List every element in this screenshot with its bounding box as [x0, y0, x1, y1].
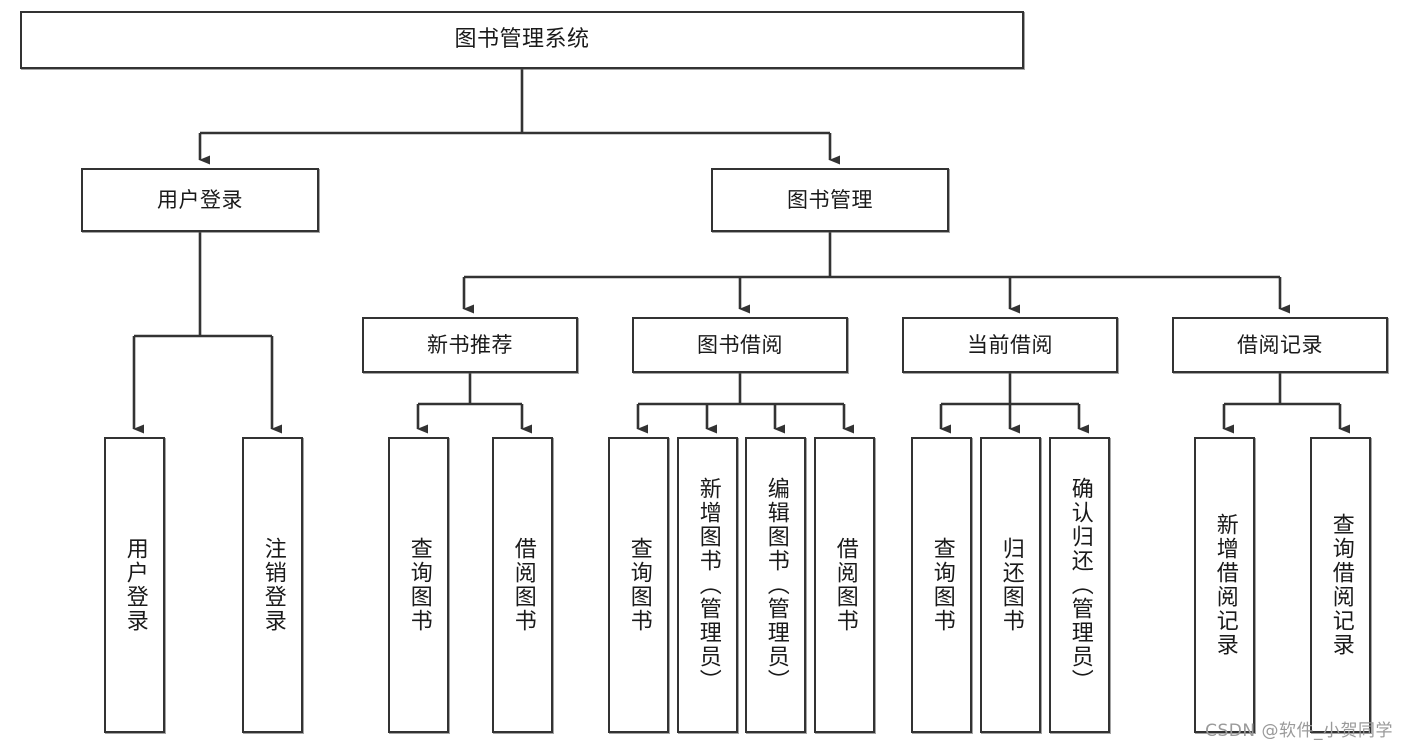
node-borrow-record[interactable]: 借阅记录 [1172, 317, 1388, 373]
node-label: 用户登录 [122, 537, 148, 633]
leaf-borrow-record-add-record[interactable]: 新增借阅记录 [1194, 437, 1255, 733]
node-book-borrow[interactable]: 图书借阅 [632, 317, 848, 373]
node-label: 新增图书（管理员） [695, 477, 721, 693]
node-label: 新增借阅记录 [1212, 513, 1238, 657]
leaf-user-login-logout[interactable]: 注销登录 [242, 437, 303, 733]
leaf-current-borrow-confirm-return-admin[interactable]: 确认归还（管理员） [1049, 437, 1110, 733]
node-label: 注销登录 [260, 537, 286, 633]
node-user-login[interactable]: 用户登录 [81, 168, 319, 232]
node-label: 用户登录 [157, 187, 243, 212]
node-label: 查询图书 [406, 537, 432, 633]
node-label: 借阅图书 [832, 537, 858, 633]
leaf-borrow-record-query-record[interactable]: 查询借阅记录 [1310, 437, 1371, 733]
node-label: 查询借阅记录 [1328, 513, 1354, 657]
node-label: 编辑图书（管理员） [763, 477, 789, 693]
node-label: 归还图书 [998, 537, 1024, 633]
node-label: 确认归还（管理员） [1067, 477, 1093, 693]
node-label: 图书借阅 [697, 332, 783, 357]
leaf-current-borrow-return-book[interactable]: 归还图书 [980, 437, 1041, 733]
leaf-user-login-login[interactable]: 用户登录 [104, 437, 165, 733]
node-label: 图书管理 [787, 187, 873, 212]
leaf-book-borrow-edit-book-admin[interactable]: 编辑图书（管理员） [745, 437, 806, 733]
node-label: 图书管理系统 [454, 27, 590, 53]
leaf-book-borrow-query-book[interactable]: 查询图书 [608, 437, 669, 733]
leaf-current-borrow-query-book[interactable]: 查询图书 [911, 437, 972, 733]
node-label: 新书推荐 [427, 332, 513, 357]
node-label: 当前借阅 [967, 332, 1053, 357]
node-label: 查询图书 [626, 537, 652, 633]
leaf-book-borrow-borrow-book[interactable]: 借阅图书 [814, 437, 875, 733]
leaf-new-book-query-book[interactable]: 查询图书 [388, 437, 449, 733]
node-label: 查询图书 [929, 537, 955, 633]
csdn-watermark: CSDN @软件_小贺同学 [1205, 721, 1393, 741]
node-label: 借阅图书 [510, 537, 536, 633]
node-label: 借阅记录 [1237, 332, 1323, 357]
node-new-book-recommend[interactable]: 新书推荐 [362, 317, 578, 373]
leaf-new-book-borrow-book[interactable]: 借阅图书 [492, 437, 553, 733]
node-book-management[interactable]: 图书管理 [711, 168, 949, 232]
leaf-book-borrow-add-book-admin[interactable]: 新增图书（管理员） [677, 437, 738, 733]
node-current-borrow[interactable]: 当前借阅 [902, 317, 1118, 373]
node-root-library-system[interactable]: 图书管理系统 [20, 11, 1024, 69]
